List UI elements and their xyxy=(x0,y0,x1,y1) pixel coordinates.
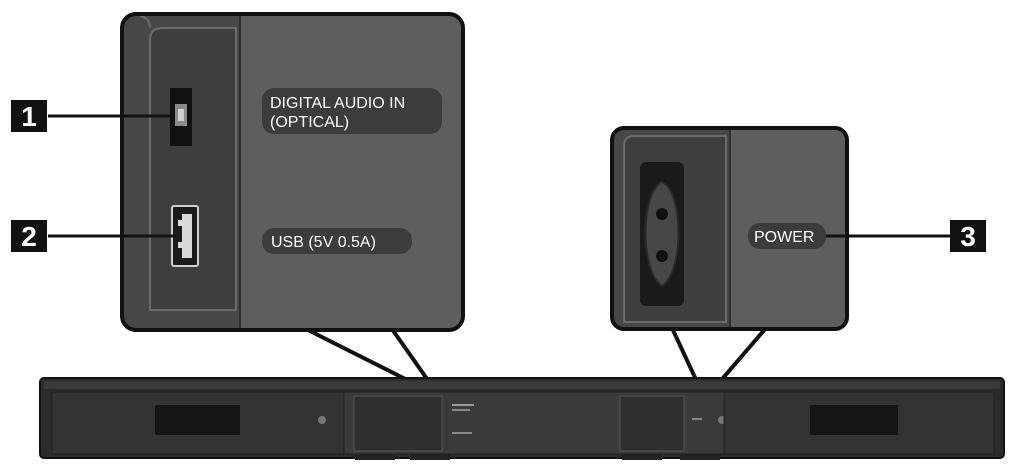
zoom-panel-left xyxy=(120,12,465,332)
label-pill-power: POWER xyxy=(748,223,826,249)
soundbar-body xyxy=(39,377,1005,460)
callout-badge-1: 1 xyxy=(11,100,47,132)
port-bay-left xyxy=(353,395,443,452)
label-pill-usb: USB (5V 0.5A) xyxy=(262,228,412,254)
optical-label-line2: (OPTICAL) xyxy=(270,114,349,131)
speaker-grille-right xyxy=(810,405,898,435)
power-socket-icon xyxy=(640,162,684,306)
speaker-grille-left xyxy=(155,405,240,435)
port-bay-right xyxy=(619,395,685,452)
optical-label-line1: DIGITAL AUDIO IN xyxy=(270,95,405,112)
screw-left xyxy=(318,416,326,424)
callout-badge-3: 3 xyxy=(950,220,986,252)
callout-badge-2: 2 xyxy=(11,220,47,252)
callout-number-2: 2 xyxy=(21,221,37,252)
power-label: POWER xyxy=(754,229,814,246)
optical-port-icon xyxy=(170,88,192,146)
callout-number-3: 3 xyxy=(960,221,976,252)
callout-number-1: 1 xyxy=(21,101,37,132)
leader-lines xyxy=(48,114,950,238)
label-pill-optical: DIGITAL AUDIO IN (OPTICAL) xyxy=(262,88,442,134)
usb-label: USB (5V 0.5A) xyxy=(271,234,376,251)
